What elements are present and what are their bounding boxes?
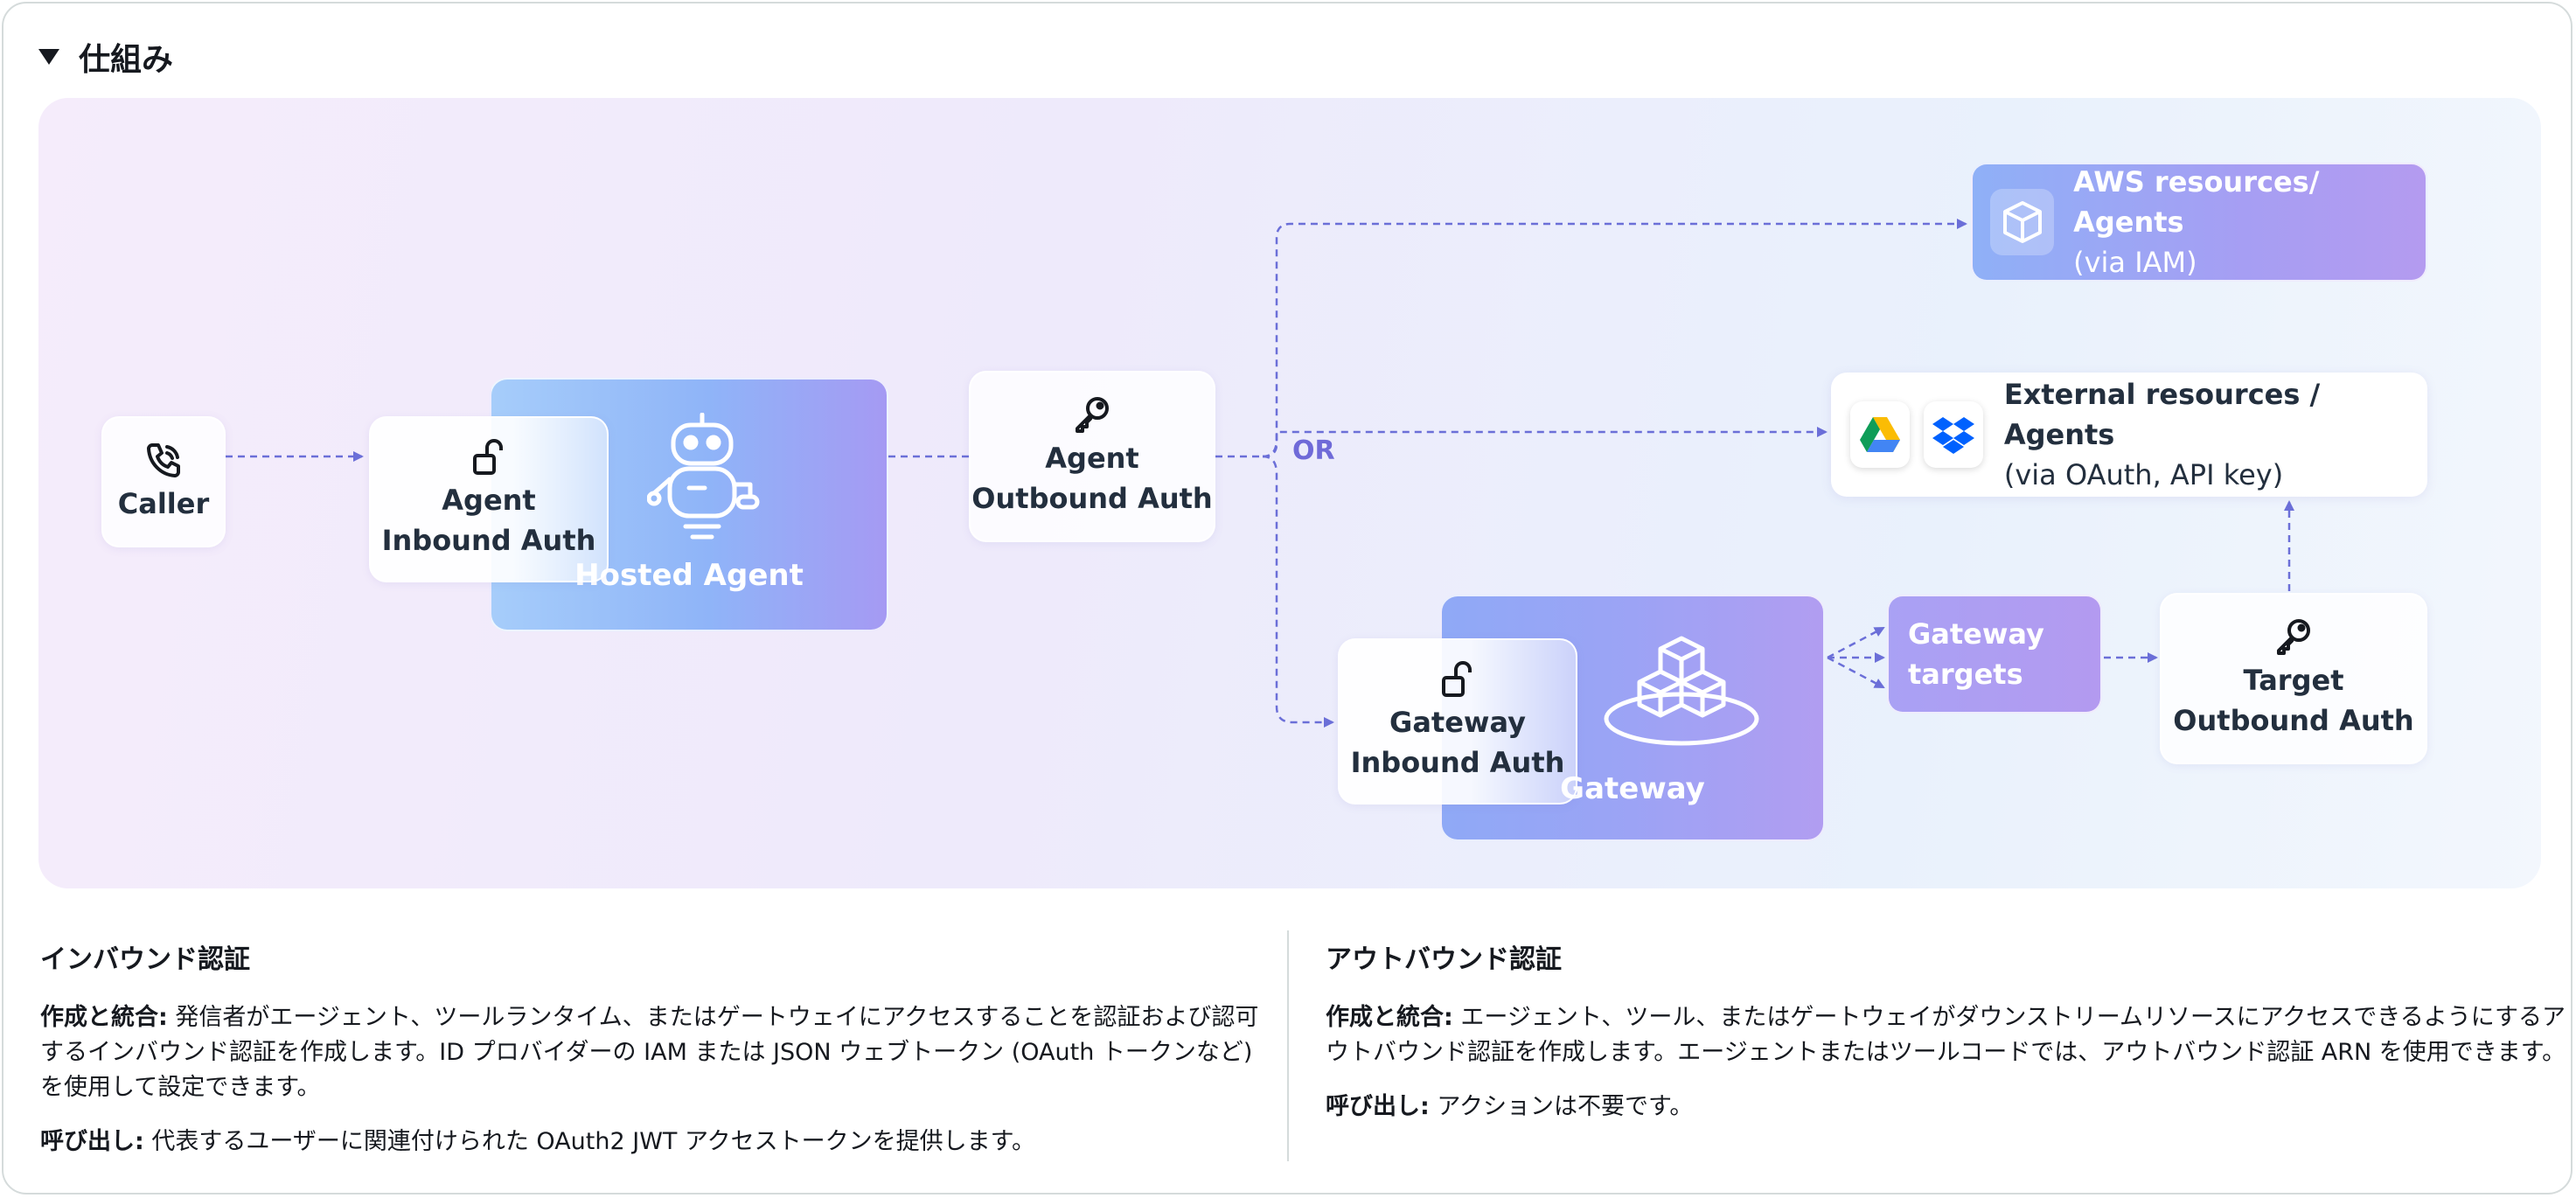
target-outbound-line1: Target — [2243, 664, 2344, 697]
gateway-inbound-line2: Inbound Auth — [1350, 746, 1565, 779]
dropbox-icon — [1923, 401, 1983, 468]
inbound-call-paragraph: 呼び出し: 代表するユーザーに関連付けられた OAuth2 JWT アクセストー… — [40, 1125, 1282, 1160]
key-icon — [1072, 394, 1112, 435]
aws-box-icon — [1990, 189, 2055, 255]
target-outbound-auth-node: Target Outbound Auth — [2160, 593, 2427, 764]
gateway-inbound-line1: Gateway — [1389, 706, 1526, 739]
arrow-branch-to-aws — [1262, 219, 1967, 458]
agent-outbound-line2: Outbound Auth — [971, 482, 1213, 515]
outbound-call-label: 呼び出し: — [1326, 1093, 1430, 1120]
outbound-heading: アウトバウンド認証 — [1326, 944, 1562, 975]
inbound-auth-section: インバウンド認証 作成と統合: 発信者がエージェント、ツールランタイム、またはゲ… — [40, 937, 1282, 1179]
connector-arrows — [226, 219, 2294, 728]
google-drive-icon — [1850, 401, 1910, 468]
caret-down-icon — [38, 49, 59, 65]
target-outbound-line2: Outbound Auth — [2173, 704, 2414, 737]
aws-resources-node: AWS resources/ Agents (via IAM) — [1971, 163, 2427, 282]
caller-label: Caller — [117, 487, 210, 520]
arrow-branch-to-external — [1262, 427, 1828, 458]
gateway-targets-line1: Gateway — [1908, 617, 2044, 651]
outbound-call-paragraph: 呼び出し: アクションは不要です。 — [1326, 1090, 2567, 1125]
agent-outbound-auth-node: Agent Outbound Auth — [969, 371, 1215, 542]
cubes-icon — [1603, 635, 1760, 758]
section-title: 仕組み — [79, 42, 174, 78]
agent-outbound-line1: Agent — [1045, 442, 1139, 475]
gateway-inbound-auth-node: Gateway Inbound Auth — [1338, 638, 1577, 804]
section-toggle[interactable]: 仕組み — [38, 35, 173, 79]
outbound-auth-section: アウトバウンド認証 作成と統合: エージェント、ツール、またはゲートウェイがダウ… — [1326, 937, 2567, 1144]
aws-resources-line2: (via IAM) — [2073, 246, 2197, 279]
unlock-icon — [471, 438, 506, 477]
agent-inbound-line2: Inbound Auth — [381, 524, 596, 557]
phone-icon — [143, 440, 184, 480]
arrow-gateway-to-targets-1 — [1827, 626, 1885, 659]
gateway-label: Gateway — [1560, 771, 1705, 806]
arrow-branch-to-gateway — [1262, 455, 1334, 728]
robot-icon — [646, 412, 762, 550]
key-icon — [2273, 616, 2314, 657]
outbound-call-text: アクションは不要です。 — [1429, 1093, 1694, 1120]
section-divider — [1287, 930, 1289, 1161]
agent-inbound-auth-node: Agent Inbound Auth — [369, 416, 609, 582]
inbound-call-text: 代表するユーザーに関連付けられた OAuth2 JWT アクセストークンを提供し… — [143, 1128, 1035, 1155]
inbound-call-label: 呼び出し: — [40, 1128, 144, 1155]
inbound-heading: インバウンド認証 — [40, 944, 250, 975]
inbound-create-text: 発信者がエージェント、ツールランタイム、またはゲートウェイにアクセスすることを認… — [40, 1004, 1259, 1101]
arrow-gateway-to-targets-3 — [1827, 656, 1885, 689]
hosted-agent-label: Hosted Agent — [574, 558, 804, 593]
caller-node: Caller — [101, 416, 226, 547]
inbound-create-label: 作成と統合: — [40, 1004, 168, 1031]
architecture-diagram: Hosted Agent Gateway — [38, 98, 2541, 888]
gateway-targets-line2: targets — [1908, 658, 2023, 691]
agent-inbound-line1: Agent — [442, 484, 536, 517]
aws-resources-line1: AWS resources/ Agents — [2073, 165, 2320, 239]
or-label: OR — [1292, 435, 1335, 466]
gateway-targets-node: Gateway targets — [1887, 595, 2102, 714]
external-resources-line1: External resources / Agents — [2003, 378, 2321, 451]
outbound-create-label: 作成と統合: — [1326, 1004, 1453, 1031]
external-resources-node: External resources / Agents (via OAuth, … — [1831, 373, 2427, 497]
inbound-create-paragraph: 作成と統合: 発信者がエージェント、ツールランタイム、またはゲートウェイにアクセ… — [40, 1000, 1282, 1105]
outbound-create-text: エージェント、ツール、またはゲートウェイがダウンストリームリソースにアクセスでき… — [1326, 1004, 2566, 1066]
unlock-icon — [1440, 660, 1475, 699]
external-resources-line2: (via OAuth, API key) — [2003, 458, 2284, 491]
outbound-create-paragraph: 作成と統合: エージェント、ツール、またはゲートウェイがダウンストリームリソース… — [1326, 1000, 2567, 1070]
